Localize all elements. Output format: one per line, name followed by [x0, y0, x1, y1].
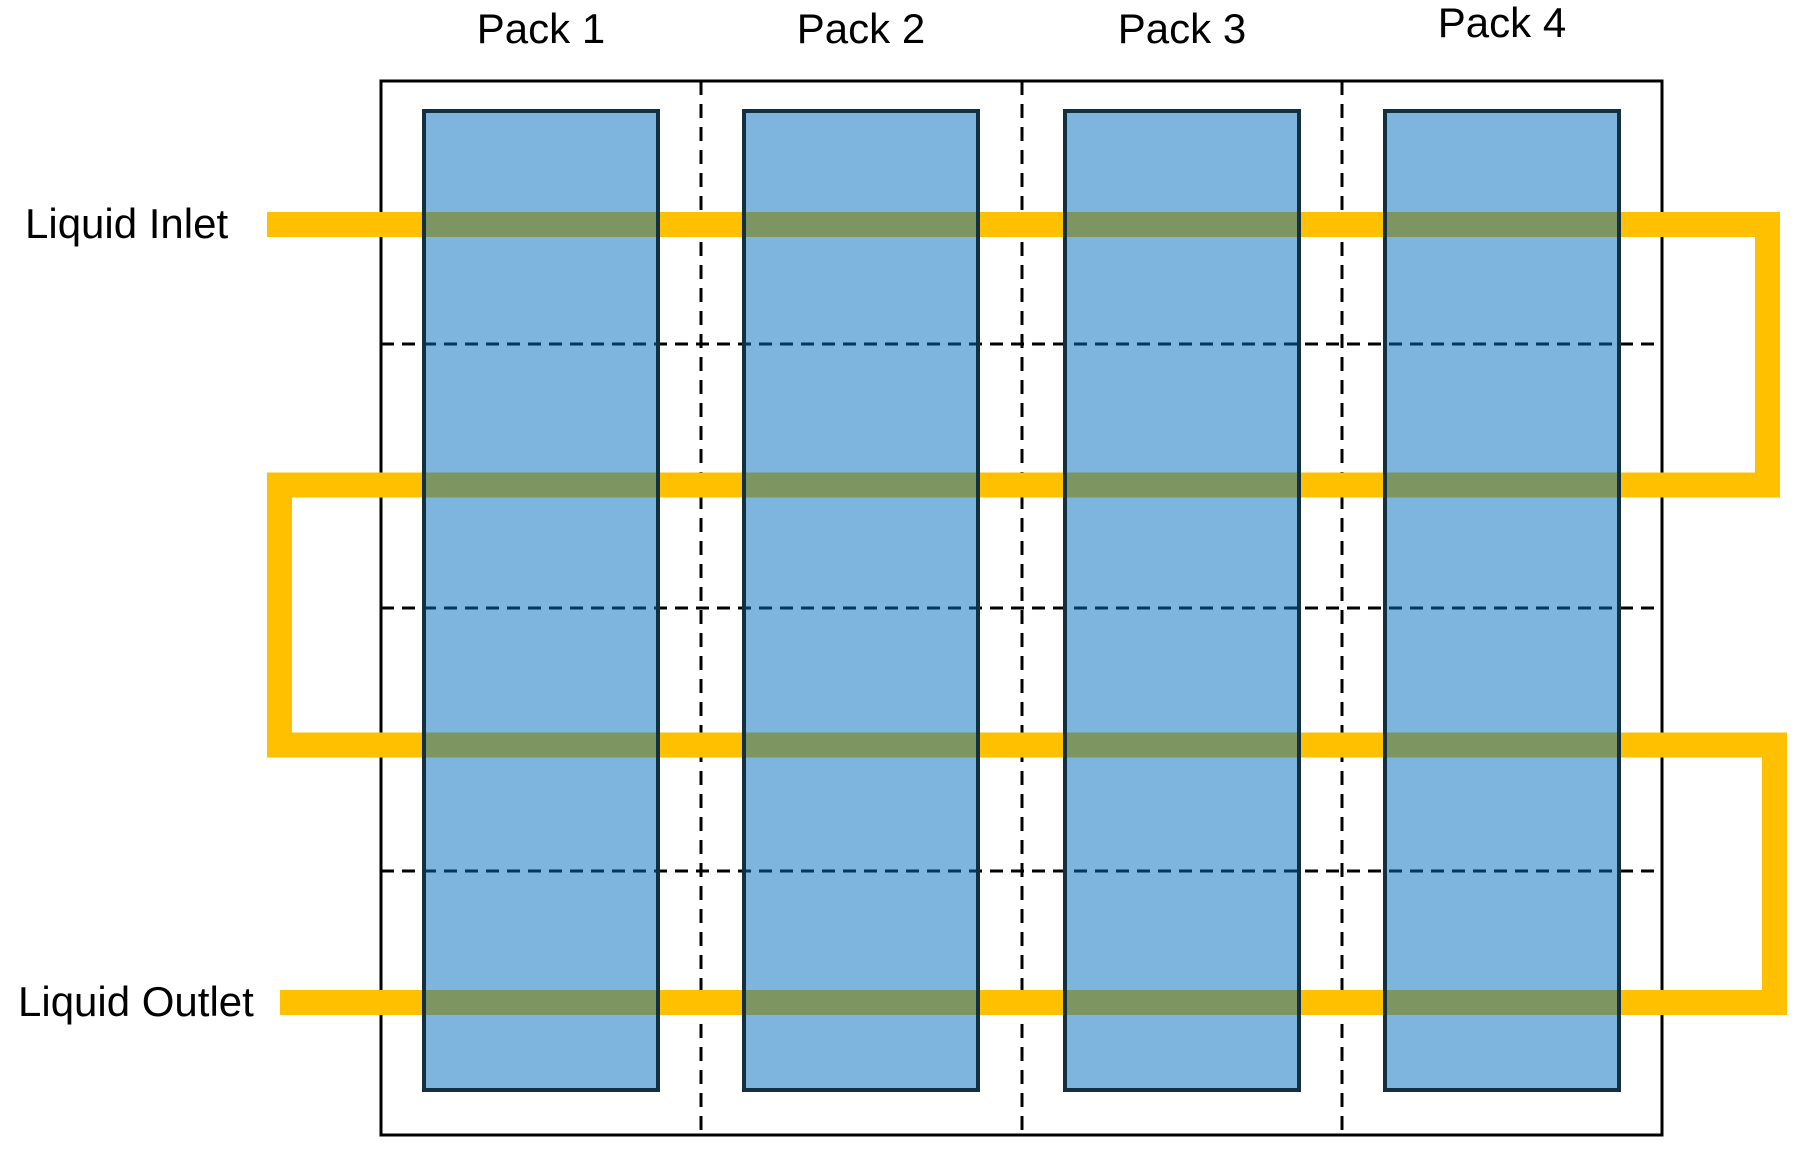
coolant-pipe-path [267, 212, 1787, 1015]
pack-2-label: Pack 2 [796, 5, 926, 52]
pack-blocks [422, 109, 1621, 1092]
pack-4-block [1383, 109, 1621, 1092]
pack-3-block [1063, 109, 1301, 1092]
liquid-inlet-label: Liquid Inlet [25, 200, 229, 247]
pack-1-block [422, 109, 660, 1092]
liquid-outlet-label: Liquid Outlet [18, 978, 254, 1025]
pack-3-label: Pack 3 [1117, 5, 1247, 52]
pack-divider-dashed-lines [699, 81, 1344, 1135]
pack-2-block [742, 109, 980, 1092]
pack-1-label: Pack 1 [476, 5, 606, 52]
pack-4-label: Pack 4 [1437, 0, 1567, 46]
